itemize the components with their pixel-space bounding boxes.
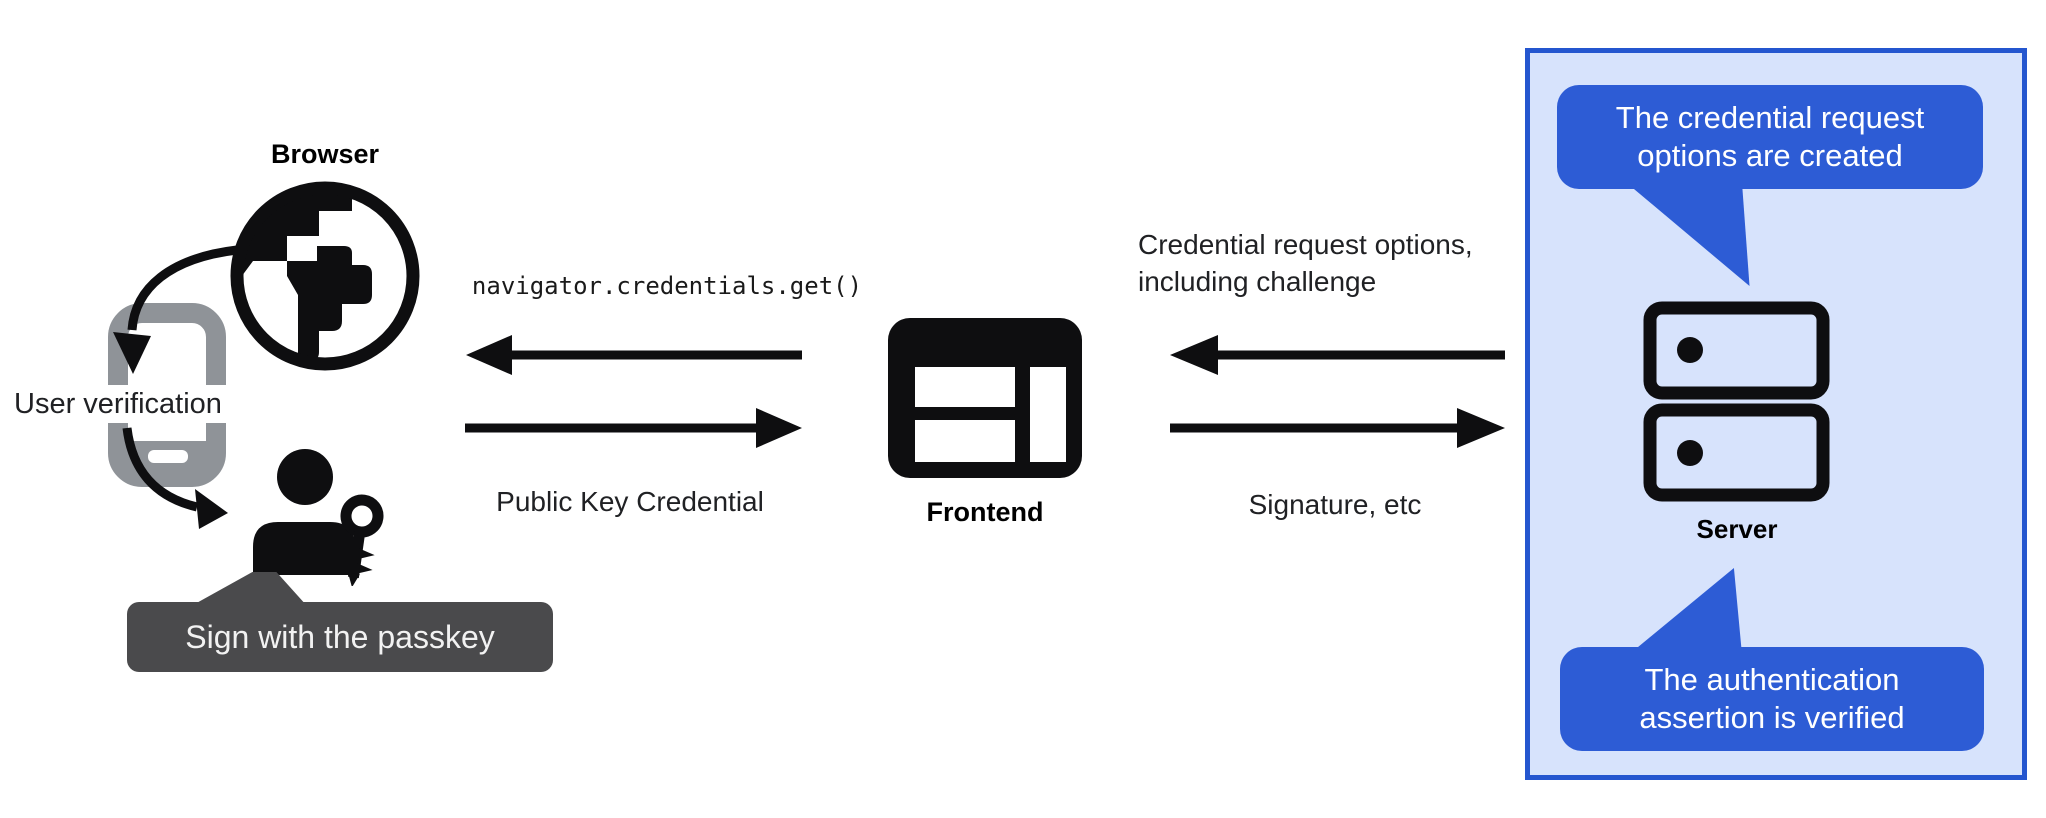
callout-assertion-verified: The authentication assertion is verified: [1560, 647, 1984, 751]
server-label: Server: [1696, 514, 1778, 544]
frontend-label: Frontend: [926, 497, 1044, 527]
user-key-icon: [253, 449, 384, 586]
credential-request-label: Credential request options, including ch…: [1138, 226, 1473, 300]
credential-request-line1: Credential request options,: [1138, 229, 1473, 260]
user-verification-label: User verification: [10, 385, 226, 423]
credential-request-line2: including challenge: [1138, 266, 1377, 297]
browser-label: Browser: [270, 139, 380, 169]
callout-line: The credential request: [1615, 100, 1925, 135]
globe-icon: [230, 181, 420, 371]
arrowhead-right: [756, 408, 802, 448]
signature-label: Signature, etc: [1248, 489, 1422, 520]
callout-line: options are created: [1637, 138, 1903, 173]
public-key-credential-label: Public Key Credential: [496, 486, 764, 517]
callout-line: assertion is verified: [1639, 700, 1905, 735]
callout-line: The authentication: [1644, 662, 1900, 697]
get-call-label: navigator.credentials.get(): [471, 272, 863, 300]
server-icon: [1643, 301, 1830, 502]
browser-window-icon: [888, 318, 1082, 478]
sign-with-passkey-tooltip: Sign with the passkey: [127, 602, 553, 672]
tooltip-text: Sign with the passkey: [185, 618, 495, 655]
arrowhead-left: [1170, 335, 1218, 375]
arrowhead-down-right: [195, 489, 228, 529]
arrowhead-left: [466, 335, 512, 375]
arrowhead-right: [1457, 408, 1505, 448]
callout-request-created: The credential request options are creat…: [1557, 85, 1983, 189]
